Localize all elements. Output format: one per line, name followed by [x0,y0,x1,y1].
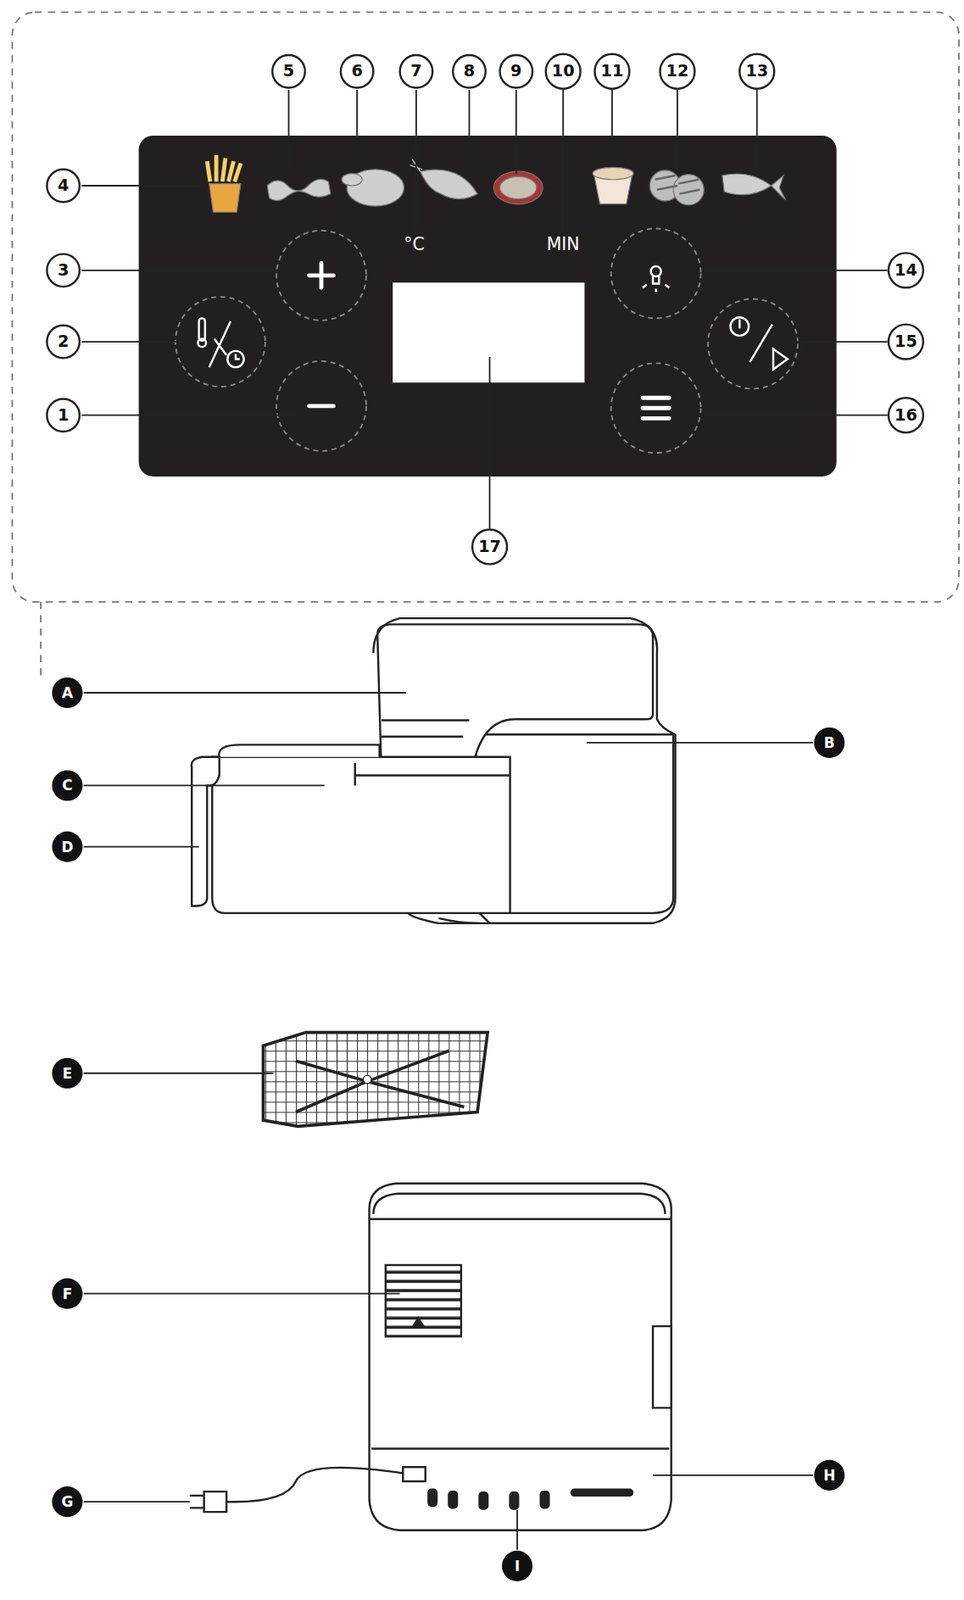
callout-number: 17 [478,538,502,555]
callout-number: 11 [601,63,625,80]
panel-indicator: MIN [546,236,580,254]
leader-lines [81,89,888,1550]
callout-number: 5 [283,63,295,80]
part-letter: F [62,1286,73,1301]
part-letter: B [824,735,836,751]
panel-indicator: °C [403,236,425,254]
part-letter: G [61,1494,73,1510]
callout-number: 15 [894,333,918,350]
letter-circles [51,677,845,1582]
callout-number: 2 [57,333,69,350]
callout-number: 10 [551,63,575,80]
callout-number: 3 [57,261,69,279]
panel-frame [11,11,959,675]
callout-number: 8 [463,63,475,80]
air-fryer-back [189,1183,672,1531]
callout-number: 14 [894,261,918,279]
callout-number: 4 [57,177,69,194]
callout-number: 16 [894,406,918,424]
callout-number: 7 [410,63,422,80]
part-letter: E [62,1065,73,1081]
callout-number: 13 [745,63,769,80]
callout-number: 1 [57,406,69,424]
callout-number: 6 [351,63,363,80]
part-letter: A [61,685,73,701]
callout-number: 9 [510,63,522,80]
food-icons [206,155,786,212]
part-letter: D [61,839,73,854]
grill-plate [262,1032,488,1127]
part-letter: H [823,1467,836,1483]
part-letter: C [61,778,73,793]
callout-number: 12 [666,63,690,80]
air-fryer-front [191,618,676,924]
part-letter: I [514,1558,520,1573]
control-panel [139,135,837,477]
callout-circles [46,54,924,565]
